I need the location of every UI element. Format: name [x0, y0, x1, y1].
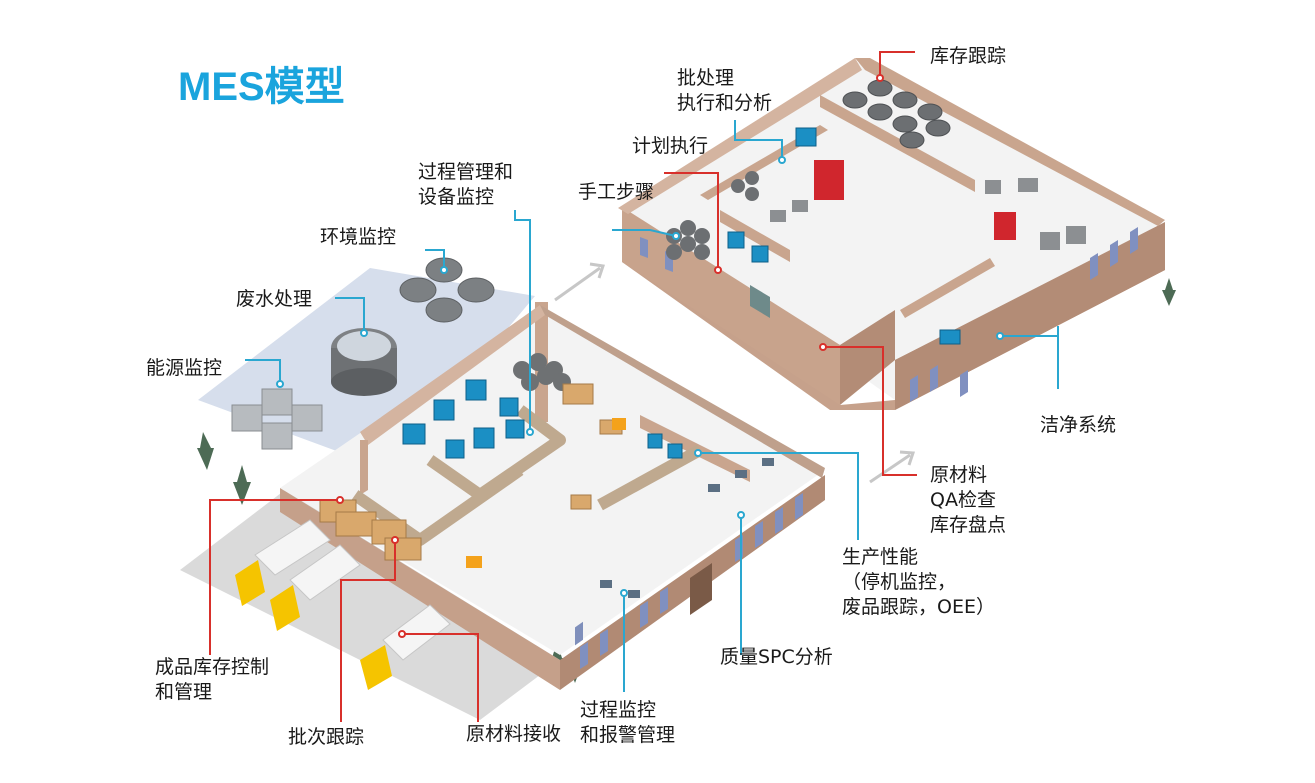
office-workstations: [600, 458, 774, 598]
production-machines: [402, 379, 683, 459]
label-production-perf: 生产性能 （停机监控， 废品跟踪，OEE）: [842, 546, 995, 618]
label-raw-qa: 原材料 QA检查 库存盘点: [930, 464, 1007, 536]
trucks: [235, 519, 451, 690]
label-process-equipment: 过程管理和 设备监控: [418, 161, 514, 208]
line-machines: [770, 178, 1086, 250]
label-batch-tracking: 批次跟踪: [288, 726, 365, 748]
label-inventory-tracking: 库存跟踪: [930, 45, 1007, 67]
label-clean-system: 洁净系统: [1040, 414, 1117, 436]
label-manual-steps: 手工步骤: [578, 181, 655, 203]
label-batch-exec: 批处理 执行和分析: [677, 67, 773, 114]
label-env-monitor: 环境监控: [320, 226, 397, 248]
callout-dots-red: [336, 74, 884, 638]
label-quality-spc: 质量SPC分析: [720, 646, 833, 668]
label-finished-inventory: 成品库存控制 和管理: [155, 656, 270, 703]
main-tank-cluster: [513, 353, 571, 391]
upper-building: [618, 58, 1165, 410]
flow-arrows: [554, 262, 916, 484]
red-equipment: [814, 160, 1016, 240]
callout-dots: [276, 156, 1004, 597]
wastewater-tank: [331, 328, 397, 396]
truck-2: [270, 544, 361, 631]
inventory-tanks: [842, 79, 951, 149]
label-energy-monitor: 能源监控: [146, 357, 223, 379]
front-windows: [580, 493, 803, 669]
callout-lines-cyan: [245, 120, 1059, 692]
truck-1: [235, 519, 331, 606]
truck-3: [360, 604, 451, 690]
page-title: MES模型: [178, 65, 345, 109]
callout-lines-red: [209, 51, 917, 722]
label-raw-receive: 原材料接收: [466, 723, 562, 745]
label-wastewater: 废水处理: [236, 288, 313, 310]
label-plan-exec: 计划执行: [632, 135, 709, 157]
energy-units: [231, 388, 323, 450]
upper-windows: [640, 227, 1138, 402]
env-tanks: [399, 257, 495, 323]
batch-machines: [727, 127, 961, 345]
label-process-alarm: 过程监控 和报警管理: [580, 699, 676, 746]
manual-tanks: [666, 171, 759, 260]
